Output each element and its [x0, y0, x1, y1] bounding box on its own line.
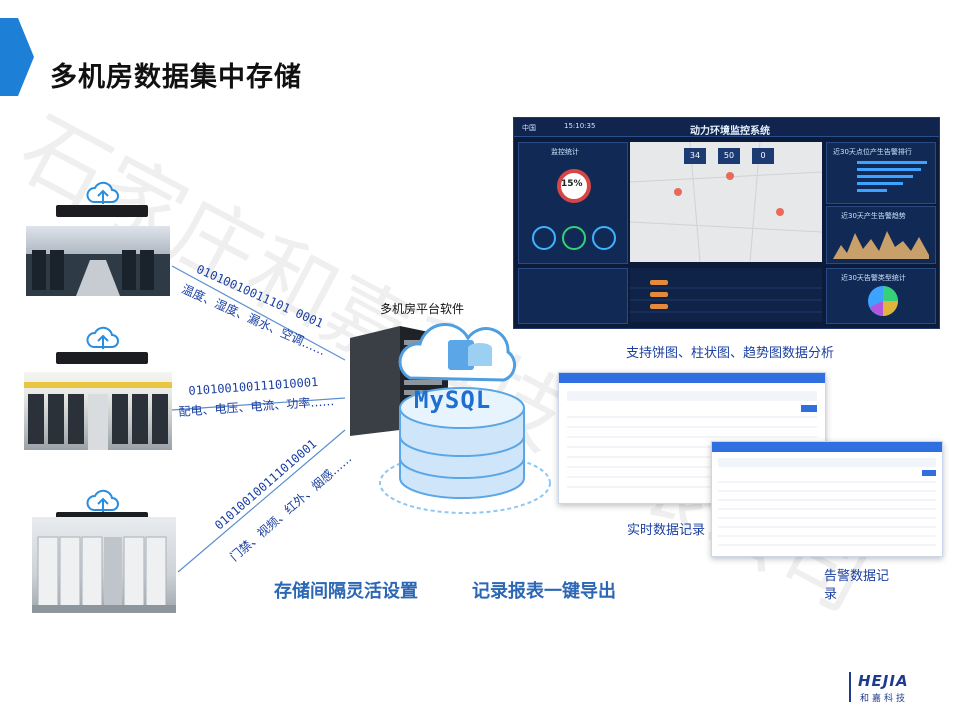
count-box: 34 — [684, 148, 706, 164]
dashboard-caption: 支持饼图、柱状图、趋势图数据分析 — [626, 346, 835, 361]
gauge-ring — [557, 169, 591, 203]
count-box: 50 — [718, 148, 740, 164]
cloud-upload-icon — [86, 181, 119, 204]
count-box: 0 — [752, 148, 774, 164]
feature-export: 记录报表一键导出 — [472, 581, 616, 602]
page-title: 多机房数据集中存储 — [50, 62, 302, 93]
logo-divider — [849, 672, 851, 702]
dashboard-time: 15:10:35 — [564, 122, 596, 130]
dashboard-location: 中国 — [522, 124, 536, 132]
brand-name: 和嘉科技 — [860, 694, 909, 704]
monitoring-dashboard-screenshot: 中国 15:10:35 动力环境监控系统 监控统计 15% 34 50 0 近3 — [513, 117, 940, 329]
brand-logo: HEJIA — [858, 672, 909, 690]
dashboard-title: 动力环境监控系统 — [690, 126, 770, 137]
alarm-report-caption: 告警数据记录 — [824, 569, 890, 602]
alarm-type-panel: 近30天告警类型统计 — [826, 268, 936, 324]
server-database-illustration — [350, 322, 551, 514]
alarm-ranking-title: 近30天点位产生告警排行 — [833, 148, 912, 156]
monitor-stats-panel: 监控统计 15% — [518, 142, 628, 264]
alarm-trend-title: 近30天产生告警趋势 — [841, 212, 906, 220]
alarm-trend-panel: 近30天产生告警趋势 — [826, 206, 936, 264]
platform-label: 多机房平台软件 — [380, 302, 465, 316]
alarm-list-table — [630, 268, 822, 322]
server-room-photo — [32, 517, 176, 613]
mysql-label: MySQL — [414, 386, 492, 414]
status-circles — [532, 226, 616, 250]
alarm-ranking-panel: 近30天点位产生告警排行 — [826, 142, 936, 204]
server-room-photo — [24, 372, 172, 450]
gauge-value: 15% — [561, 179, 583, 189]
cloud-upload-icon — [86, 326, 119, 349]
monitor-stats-title: 监控统计 — [551, 148, 579, 156]
cloud-upload-icon — [86, 489, 119, 512]
collector-device — [56, 205, 148, 217]
collector-device — [56, 352, 148, 364]
server-room-photo — [26, 226, 170, 296]
title-accent-shape — [0, 18, 34, 96]
map-view: 34 50 0 — [629, 141, 823, 263]
alarm-type-title: 近30天告警类型统计 — [841, 274, 906, 282]
realtime-report-caption: 实时数据记录 — [627, 523, 706, 538]
dashboard-header — [514, 118, 939, 137]
alarm-report-screenshot — [711, 441, 943, 557]
feature-storage: 存储间隔灵活设置 — [274, 581, 418, 602]
device-status-panel — [518, 268, 628, 324]
